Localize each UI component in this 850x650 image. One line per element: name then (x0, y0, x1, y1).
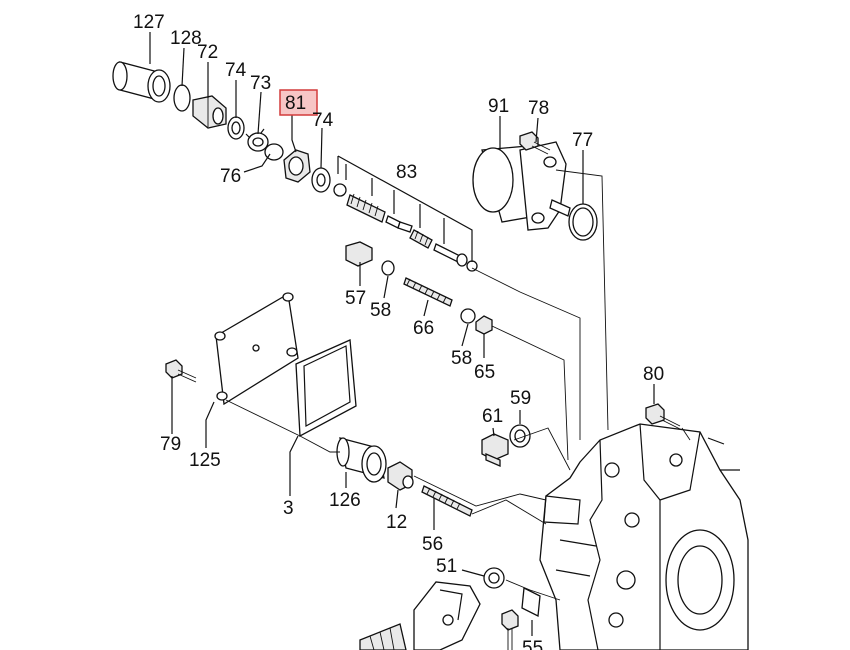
cover-plate-drawing (214, 292, 299, 406)
part-label-76[interactable]: 76 (220, 166, 241, 187)
bolt-55-drawing (501, 586, 541, 650)
part-label-57[interactable]: 57 (345, 288, 366, 309)
part-label-79[interactable]: 79 (160, 434, 181, 455)
part-label-83[interactable]: 83 (396, 162, 417, 183)
screw-56-drawing (421, 485, 473, 517)
washer-59-hole (514, 429, 526, 443)
part-label-74[interactable]: 74 (225, 60, 247, 81)
screw-66-drawing (403, 277, 453, 307)
transmission-housing-drawing (539, 423, 749, 650)
bolt-78-drawing (519, 131, 551, 155)
bolt-80-drawing (645, 403, 683, 431)
nut-65-drawing (475, 315, 493, 335)
nut-72-drawing (192, 95, 227, 129)
part-label-125[interactable]: 125 (189, 450, 221, 471)
assembly-83-drawing (333, 155, 478, 272)
part-label-73[interactable]: 73 (250, 73, 271, 94)
callout-leaders (149, 32, 655, 636)
part-label-80[interactable]: 80 (643, 364, 664, 385)
lock-washer-73-drawing (245, 128, 271, 152)
part-label-58[interactable]: 58 (370, 300, 391, 321)
part-label-77[interactable]: 77 (572, 130, 593, 151)
part-label-55[interactable]: 55 (522, 638, 543, 650)
part-label-72[interactable]: 72 (197, 42, 218, 63)
bolt-79-drawing (165, 359, 197, 383)
part-label-78[interactable]: 78 (528, 98, 549, 119)
part-label-74-second[interactable]: 74 (312, 110, 334, 131)
cylinder-126-drawing (336, 437, 387, 483)
part-label-12[interactable]: 12 (386, 512, 407, 533)
assembly-route-lines (225, 169, 691, 601)
highlight-box-81 (279, 89, 318, 116)
washer-58b-drawing (460, 308, 476, 324)
solenoid-91-drawing (472, 141, 571, 231)
part-label-66[interactable]: 66 (413, 318, 434, 339)
part-drawings (112, 61, 749, 650)
callout-labels: 127 128 72 74 73 81 74 76 83 91 78 77 57… (133, 12, 664, 650)
part-label-127[interactable]: 127 (133, 12, 165, 33)
part-label-51[interactable]: 51 (436, 556, 457, 577)
part-label-58-second[interactable]: 58 (451, 348, 472, 369)
part-label-3[interactable]: 3 (283, 498, 294, 519)
pin-57-drawing (345, 241, 373, 267)
part-label-59[interactable]: 59 (510, 388, 531, 409)
part-label-128[interactable]: 128 (170, 28, 202, 49)
part-label-61[interactable]: 61 (482, 406, 503, 427)
o-ring-128-drawing (173, 84, 191, 112)
part-label-56[interactable]: 56 (422, 534, 443, 555)
lever-drawing (359, 581, 481, 650)
gasket-3-drawing (295, 339, 357, 438)
part-label-126[interactable]: 126 (329, 490, 361, 511)
ring-76-drawing (264, 143, 284, 161)
washer-51-hole (488, 572, 500, 584)
washer-58-drawing (381, 260, 395, 276)
part-label-81[interactable]: 81 (285, 93, 306, 114)
fitting-12-drawing (387, 461, 414, 491)
sleeve-127-drawing (112, 61, 171, 103)
part-label-91[interactable]: 91 (488, 96, 509, 117)
plug-61-drawing (481, 433, 509, 467)
o-ring-77-inner (572, 207, 594, 237)
washer-74b-hole (316, 173, 326, 187)
nut-81-drawing (283, 149, 311, 183)
part-label-65[interactable]: 65 (474, 362, 495, 383)
washer-74-hole (231, 121, 241, 135)
